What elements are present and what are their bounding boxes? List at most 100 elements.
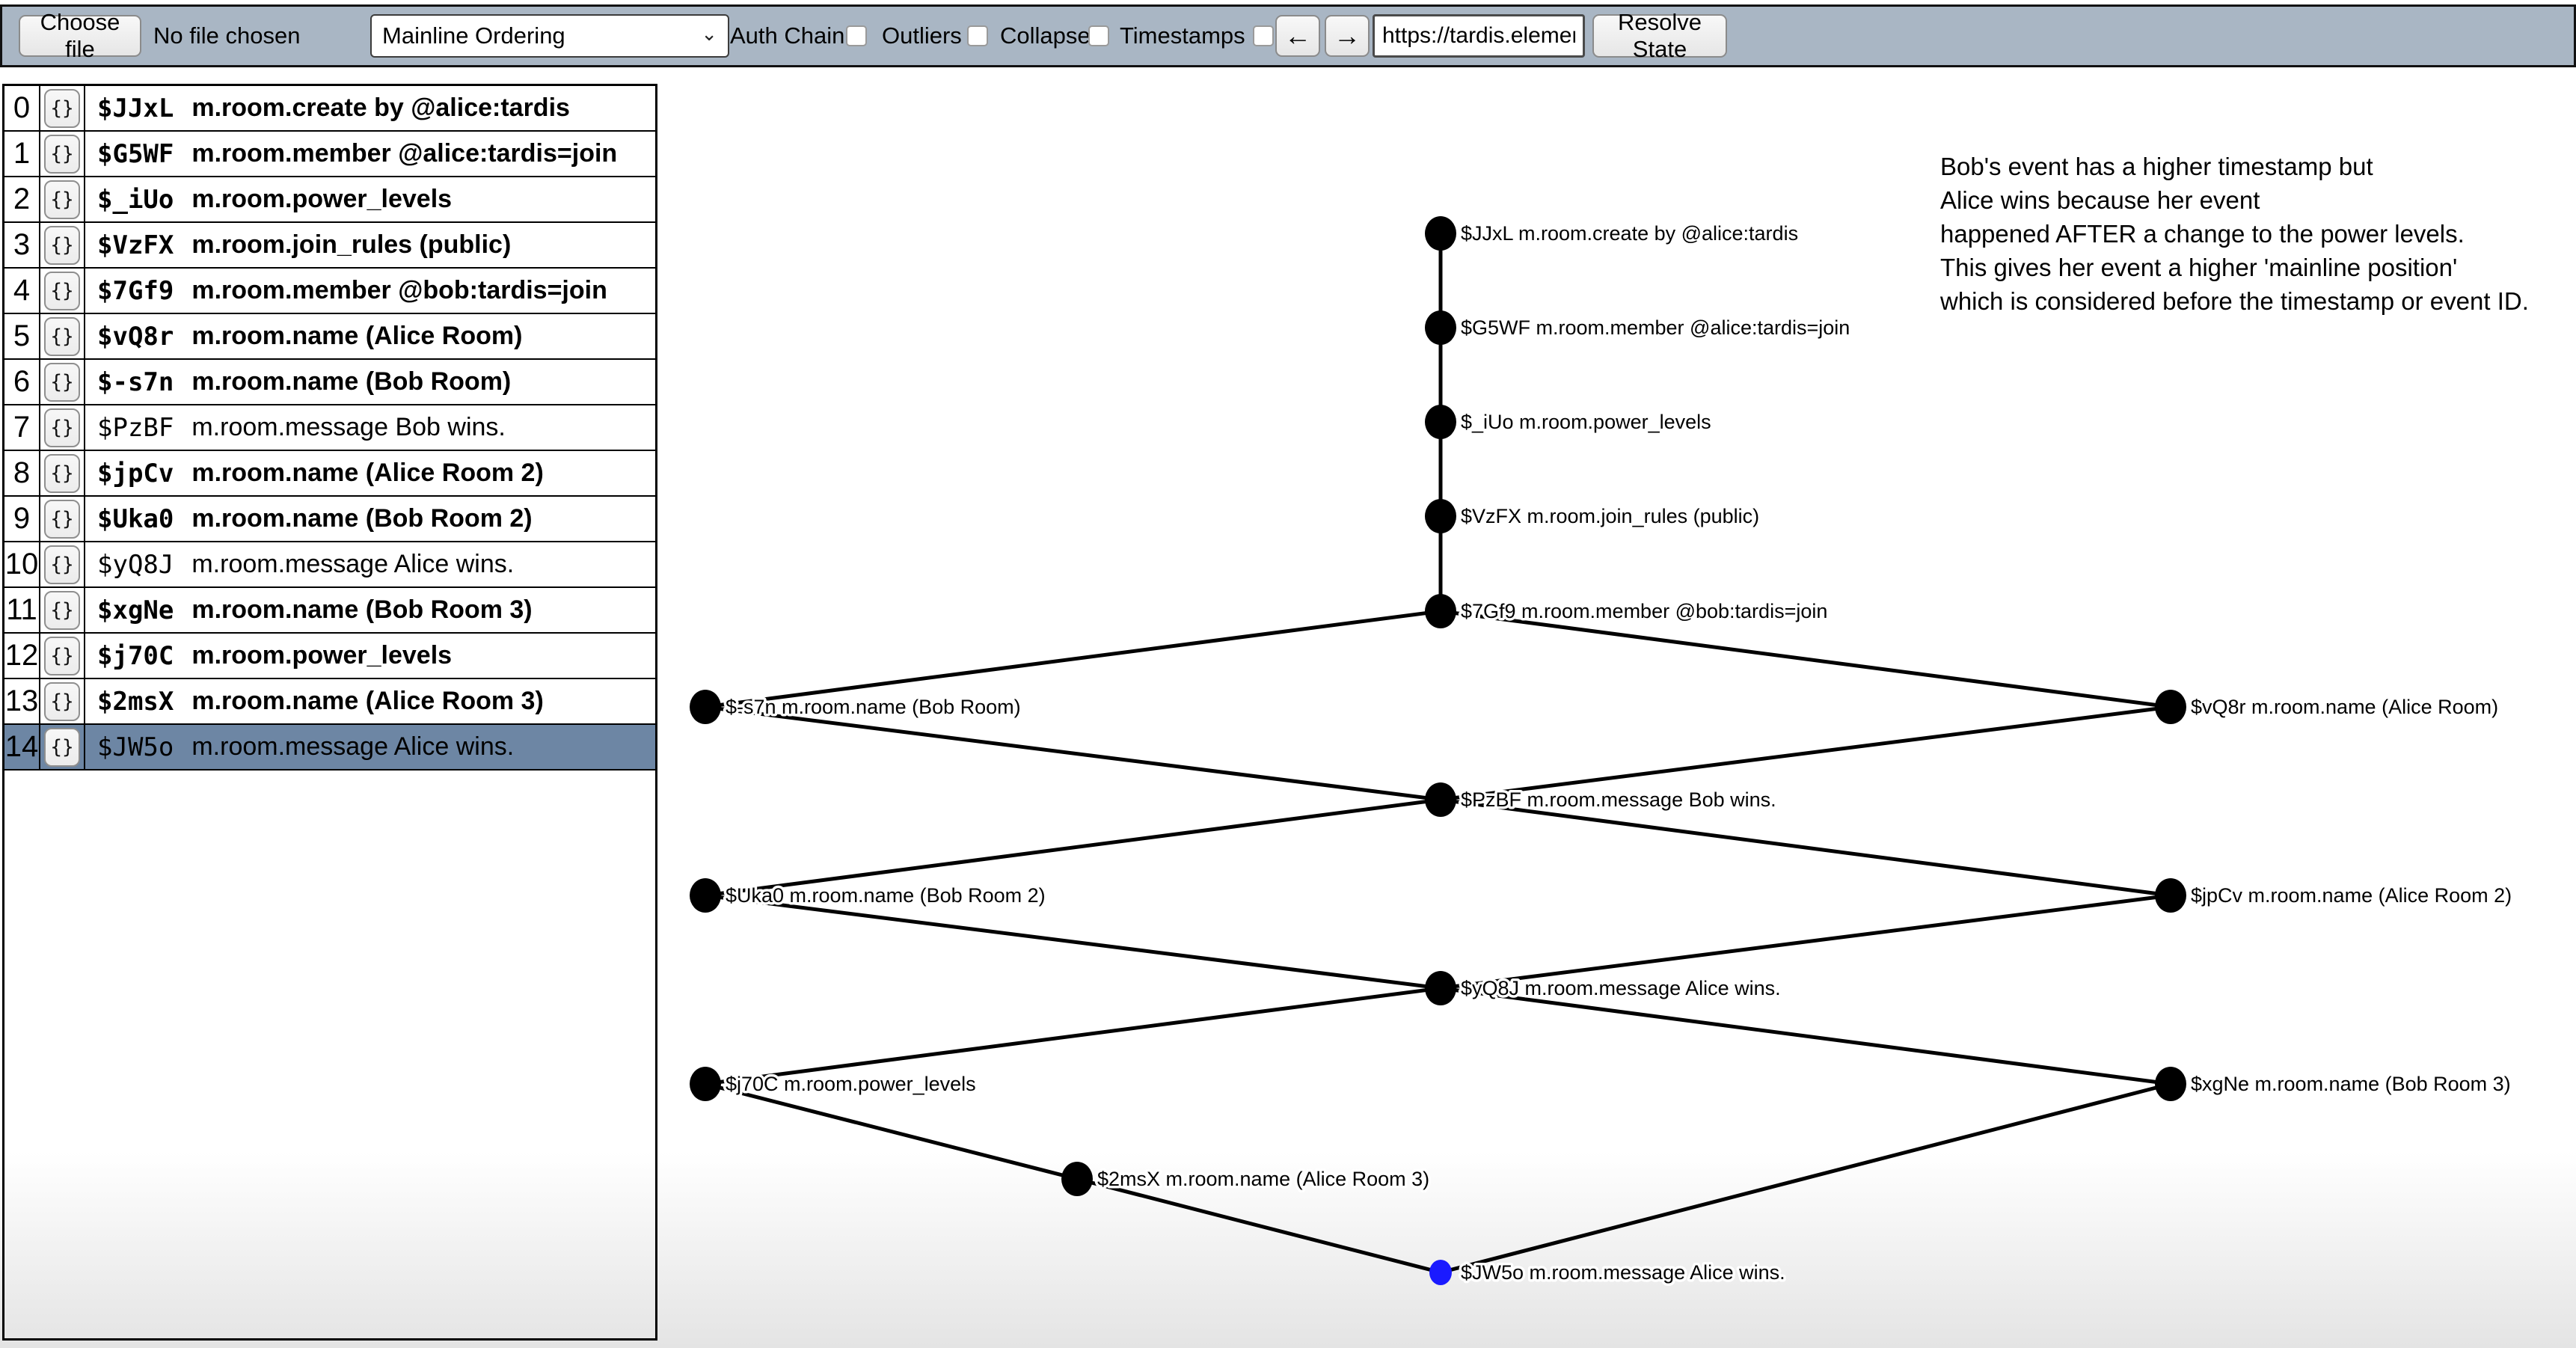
graph-node-label: $VzFX m.room.join_rules (public) — [1461, 505, 1759, 527]
graph-node-$G5WF[interactable] — [1425, 310, 1456, 345]
event-json-button[interactable]: {} — [44, 727, 80, 767]
event-row[interactable]: 9 {} $Uka0 m.room.name (Bob Room 2) — [4, 497, 655, 542]
event-row[interactable]: 3 {} $VzFX m.room.join_rules (public) — [4, 223, 655, 269]
ordering-select[interactable]: Mainline Ordering ⌄ — [370, 14, 729, 58]
outliers-checkbox[interactable] — [967, 25, 988, 46]
timestamps-checkbox[interactable] — [1253, 25, 1274, 46]
graph-node-label: $Uka0 m.room.name (Bob Room 2) — [726, 884, 1046, 907]
event-index: 0 — [4, 86, 40, 130]
annotation-line: Bob's event has a higher timestamp but — [1940, 153, 2373, 180]
auth-chain-checkbox[interactable] — [846, 25, 867, 46]
event-id: $Uka0 — [97, 503, 174, 534]
event-description: m.room.message Bob wins. — [191, 413, 506, 441]
event-row[interactable]: 7 {} $PzBF m.room.message Bob wins. — [4, 405, 655, 451]
forward-button[interactable]: → — [1325, 15, 1370, 57]
graph-node-$2msX[interactable] — [1061, 1162, 1093, 1196]
graph-edge — [705, 893, 1441, 990]
event-json-button[interactable]: {} — [44, 681, 80, 721]
event-row[interactable]: 0 {} $JJxL m.room.create by @alice:tardi… — [4, 86, 655, 132]
collapse-checkbox[interactable] — [1088, 25, 1109, 46]
graph-edge — [705, 986, 1441, 1086]
graph-node-$xgNe[interactable] — [2155, 1067, 2186, 1101]
event-row[interactable]: 5 {} $vQ8r m.room.name (Alice Room) — [4, 314, 655, 360]
event-id: $vQ8r — [97, 321, 174, 352]
graph-node-$JW5o[interactable] — [1429, 1260, 1452, 1285]
event-row[interactable]: 2 {} $_iUo m.room.power_levels — [4, 177, 655, 223]
event-row[interactable]: 6 {} $-s7n m.room.name (Bob Room) — [4, 360, 655, 405]
event-json-button[interactable]: {} — [44, 180, 80, 219]
event-json-button[interactable]: {} — [44, 88, 80, 128]
graph-node-$j70C[interactable] — [690, 1067, 721, 1101]
event-row[interactable]: 10 {} $yQ8J m.room.message Alice wins. — [4, 542, 655, 588]
event-json-button[interactable]: {} — [44, 499, 80, 539]
graph-node-$-s7n[interactable] — [690, 690, 721, 724]
event-description: m.room.create by @alice:tardis — [191, 94, 570, 122]
resolve-state-button[interactable]: Resolve State — [1592, 9, 1727, 62]
server-url-input[interactable] — [1373, 14, 1585, 58]
graph-node-$_iUo[interactable] — [1425, 405, 1456, 439]
choose-file-button[interactable]: Choose file — [19, 9, 141, 62]
graph-node-label: $JW5o m.room.message Alice wins. — [1461, 1261, 1785, 1284]
graph-node-$Uka0[interactable] — [690, 878, 721, 913]
event-row[interactable]: 8 {} $jpCv m.room.name (Alice Room 2) — [4, 451, 655, 497]
event-description: m.room.join_rules (public) — [191, 230, 512, 259]
event-json-button[interactable]: {} — [44, 408, 80, 447]
event-index: 4 — [4, 269, 40, 313]
toolbar: Choose file No file chosen Mainline Orde… — [0, 4, 2576, 67]
event-description: m.room.name (Alice Room 3) — [191, 687, 544, 715]
graph-node-$PzBF[interactable] — [1425, 782, 1456, 817]
graph-node-$jpCv[interactable] — [2155, 878, 2186, 913]
graph-node-label: $PzBF m.room.message Bob wins. — [1461, 788, 1776, 811]
event-id: $-s7n — [97, 367, 174, 397]
graph-node-$vQ8r[interactable] — [2155, 690, 2186, 724]
event-index: 10 — [4, 542, 40, 586]
event-row[interactable]: 11 {} $xgNe m.room.name (Bob Room 3) — [4, 588, 655, 634]
event-json-button[interactable]: {} — [44, 316, 80, 356]
page-bottom-gradient — [0, 1152, 2576, 1348]
graph-edge — [1440, 1082, 2171, 1275]
event-id: $PzBF — [97, 412, 174, 443]
event-json-button[interactable]: {} — [44, 225, 80, 265]
no-file-chosen-text: No file chosen — [153, 22, 301, 49]
annotation-text: Bob's event has a higher timestamp but A… — [1940, 150, 2529, 318]
event-json-button[interactable]: {} — [44, 453, 80, 493]
event-json-button[interactable]: {} — [44, 636, 80, 675]
event-row[interactable]: 14 {} $JW5o m.room.message Alice wins. — [4, 725, 655, 770]
event-json-button[interactable]: {} — [44, 545, 80, 584]
event-description: m.room.name (Alice Room 2) — [191, 459, 544, 487]
graph-node-label: $JJxL m.room.create by @alice:tardis — [1461, 222, 1798, 245]
graph-node-label: $2msX m.room.name (Alice Room 3) — [1097, 1168, 1429, 1190]
event-row[interactable]: 13 {} $2msX m.room.name (Alice Room 3) — [4, 679, 655, 725]
event-json-button[interactable]: {} — [44, 134, 80, 174]
back-button[interactable]: ← — [1275, 15, 1320, 57]
event-row[interactable]: 4 {} $7Gf9 m.room.member @bob:tardis=joi… — [4, 269, 655, 314]
event-json-button[interactable]: {} — [44, 362, 80, 402]
graph-node-label: $G5WF m.room.member @alice:tardis=join — [1461, 316, 1850, 339]
annotation-line: which is considered before the timestamp… — [1940, 287, 2529, 315]
graph-node-$yQ8J[interactable] — [1425, 971, 1456, 1005]
event-index: 14 — [4, 725, 40, 769]
graph-node-$7Gf9[interactable] — [1425, 594, 1456, 628]
event-index: 13 — [4, 679, 40, 723]
event-json-button[interactable]: {} — [44, 271, 80, 310]
event-description: m.room.message Alice wins. — [191, 550, 515, 578]
event-id: $JW5o — [97, 732, 174, 762]
event-id: $7Gf9 — [97, 275, 174, 306]
outliers-label: Outliers — [882, 22, 962, 49]
graph-node-$VzFX[interactable] — [1425, 499, 1456, 533]
event-index: 9 — [4, 497, 40, 541]
event-id: $jpCv — [97, 458, 174, 488]
event-index: 12 — [4, 634, 40, 678]
graph-node-label: $j70C m.room.power_levels — [726, 1073, 976, 1095]
graph-node-$JJxL[interactable] — [1425, 216, 1456, 251]
graph-edge — [1440, 609, 2171, 709]
event-description: m.room.power_levels — [191, 641, 453, 670]
graph-node-label: $yQ8J m.room.message Alice wins. — [1461, 977, 1781, 999]
event-row[interactable]: 1 {} $G5WF m.room.member @alice:tardis=j… — [4, 132, 655, 177]
event-json-button[interactable]: {} — [44, 590, 80, 630]
event-row[interactable]: 12 {} $j70C m.room.power_levels — [4, 634, 655, 679]
graph-edge — [1076, 1177, 1441, 1275]
graph-node-label: $jpCv m.room.name (Alice Room 2) — [2191, 884, 2512, 907]
collapse-label: Collapse — [1000, 22, 1091, 49]
graph-edge — [1440, 893, 2171, 990]
